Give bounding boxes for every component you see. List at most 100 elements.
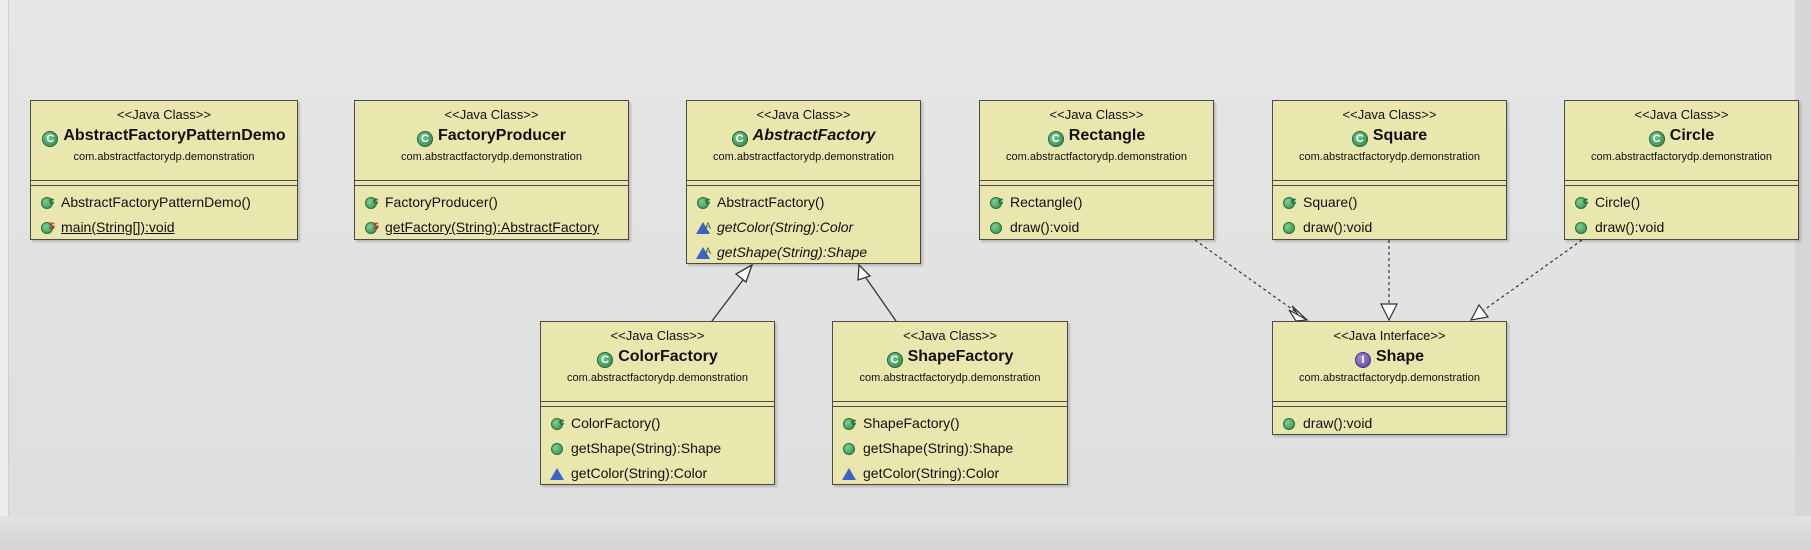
method[interactable]: draw():void [1571,215,1798,240]
method[interactable]: getColor(String):Color [547,461,774,486]
constructor[interactable]: AbstractFactory() [693,189,920,215]
class-name: Square [1372,127,1428,144]
class-icon: C [1047,131,1064,147]
static-method-icon [41,214,55,239]
constructor[interactable]: Square() [1279,189,1506,215]
stereotype: <<Java Class>> [1634,107,1729,122]
package-name: com.abstractfactorydp.demonstration [1591,151,1772,163]
constructor-icon [990,189,1004,214]
class-icon: C [1648,131,1665,147]
package-name: com.abstractfactorydp.demonstration [1299,372,1480,384]
constructor-icon [365,189,379,214]
package-name: com.abstractfactorydp.demonstration [713,151,894,163]
compartment-divider [1565,185,1798,186]
class-icon: C [416,131,433,147]
class-icon: C [1351,131,1368,147]
stereotype: <<Java Class>> [610,328,705,343]
method[interactable]: getFactory(String):AbstractFactory [361,214,628,240]
public-method-icon [1283,418,1295,430]
method[interactable]: getShape(String):Shape [693,239,920,265]
compartment-divider [687,185,920,186]
stereotype: <<Java Class>> [1342,107,1437,122]
compartment-divider [833,401,1067,406]
method[interactable]: draw():void [986,215,1213,240]
method[interactable]: draw():void [1279,215,1506,240]
constructor[interactable]: ShapeFactory() [839,410,1067,436]
public-method-icon [843,443,855,455]
public-method-icon [1575,222,1587,234]
method[interactable]: getShape(String):Shape [839,436,1067,461]
package-name: com.abstractfactorydp.demonstration [1006,151,1187,163]
realization-arrowhead-square [1380,303,1398,322]
abstract-class-icon: C [731,131,748,147]
class-name: Rectangle [1068,127,1146,144]
protected-method-icon [696,239,711,264]
constructor[interactable]: AbstractFactoryPatternDemo() [37,189,297,215]
package-name: com.abstractfactorydp.demonstration [401,151,582,163]
compartment-divider [541,406,774,407]
compartment-divider [31,185,297,186]
public-method-icon [1283,222,1295,234]
stereotype: <<Java Class>> [444,107,539,122]
constructor-icon [41,189,55,214]
stereotype: <<Java Class>> [756,107,851,122]
class-name: FactoryProducer [437,127,567,144]
package-name: com.abstractfactorydp.demonstration [567,372,748,384]
inheritance-arrowhead-shapefactory [857,263,872,281]
constructor[interactable]: FactoryProducer() [361,189,628,215]
inheritance-arrowhead-colorfactory [734,263,754,284]
compartment-divider [1273,401,1506,406]
class-name: ColorFactory [618,348,718,365]
inheritance-line-shapefactory [865,277,897,322]
compartment-divider [1273,406,1506,407]
stereotype: <<Java Class>> [1049,107,1144,122]
realization-arrowhead-circle [1469,303,1490,321]
stereotype: <<Java Class>> [903,328,997,343]
method[interactable]: draw():void [1279,411,1506,436]
method[interactable]: getColor(String):Color [839,461,1067,486]
constructor[interactable]: ColorFactory() [547,410,774,436]
compartment-divider [541,401,774,406]
package-name: com.abstractfactorydp.demonstration [1299,151,1480,163]
stereotype: <<Java Interface>> [1333,328,1446,343]
protected-method-icon [550,468,564,480]
compartment-divider [980,185,1213,186]
constructor[interactable]: Circle() [1571,189,1798,215]
constructor-icon [551,410,565,435]
compartment-divider [355,180,628,185]
class-icon: C [42,131,59,147]
constructor-icon [1283,189,1297,214]
protected-method-icon [696,214,711,239]
compartment-divider [980,180,1213,185]
left-margin [0,0,9,550]
class-icon: C [597,352,614,368]
method[interactable]: main(String[]):void [37,214,297,240]
public-method-icon [551,443,563,455]
compartment-divider [355,185,628,186]
class-name: Shape [1375,348,1424,365]
method[interactable]: getShape(String):Shape [547,436,774,461]
compartment-divider [1273,180,1506,185]
realization-line-circle [1483,239,1583,311]
package-name: com.abstractfactorydp.demonstration [859,372,1041,384]
package-name: com.abstractfactorydp.demonstration [73,151,255,163]
constructor[interactable]: Rectangle() [986,189,1213,215]
constructor-icon [1575,189,1589,214]
vertical-scrollbar[interactable] [1795,0,1811,550]
method[interactable]: getColor(String):Color [693,214,920,240]
static-method-icon [365,214,379,239]
interface-icon: I [1354,352,1371,368]
class-name: AbstractFactoryPatternDemo [63,127,286,144]
class-name: ShapeFactory [907,348,1014,365]
compartment-divider [833,406,1067,407]
